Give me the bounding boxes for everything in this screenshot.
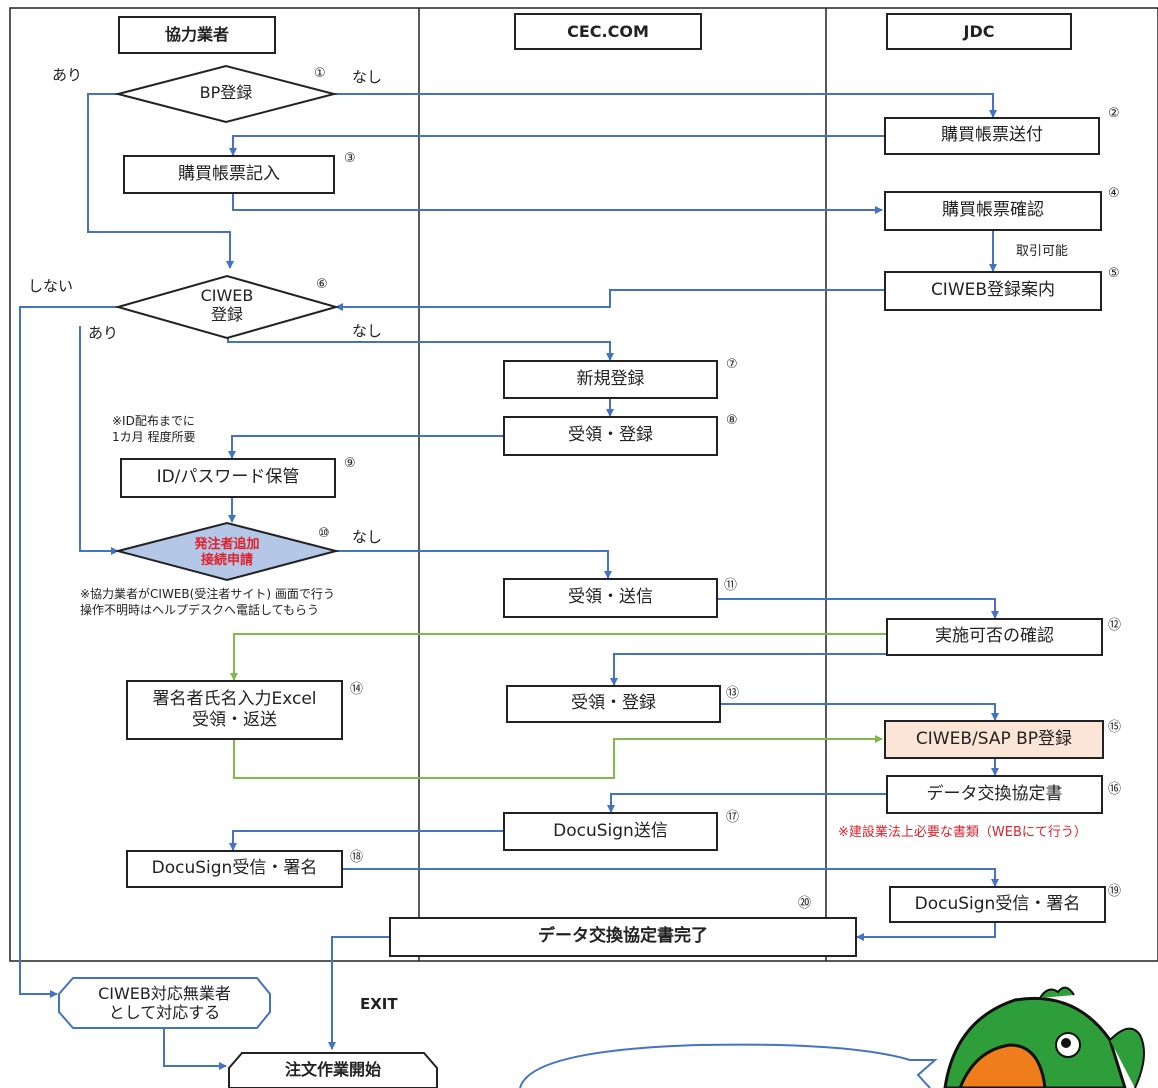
receive-register-13-box: 受領・登録 [506,685,721,723]
step-number-9: ⑨ [344,456,356,471]
note-construction-law: ※建設業法上必要な書類（WEBにて行う） [838,825,1087,840]
bp-register-label: BP登録 [199,83,253,102]
speech-balloon [519,1043,938,1088]
branch-label-ari-1: あり [52,66,83,84]
step-number-11: ⑪ [724,578,738,593]
step-number-10: ⑩ [318,526,330,541]
orderer-request-label: 発注者追加 接続申請 [194,537,260,568]
docusign-send-box: DocuSign送信 [503,812,718,851]
step-number-3: ③ [344,151,356,166]
purchase-form-fill-box: 購買帳票記入 [123,155,335,194]
branch-label-nashi-1: なし [352,68,383,86]
order-start-terminal-shape [228,1052,438,1088]
purchase-form-send-box: 購買帳票送付 [884,117,1100,155]
order-start-label: 注文作業開始 [284,1060,381,1080]
step-number-18: ⑱ [350,850,364,865]
docusign-sign-19-box: DocuSign受信・署名 [889,886,1106,923]
step-number-7: ⑦ [726,357,738,372]
docusign-sign-18-box: DocuSign受信・署名 [126,850,343,888]
step-number-17: ⑰ [726,810,740,825]
step-number-12: ⑫ [1108,618,1122,633]
new-register-box: 新規登録 [503,360,718,399]
ciweb-register-diamond-shape [114,274,340,340]
note-id-distribution: ※ID配布までに 1カ月 程度所要 [112,414,196,445]
swimlane-frame [9,7,1158,962]
step-number-5: ⑤ [1108,266,1120,281]
feasibility-check-box: 実施可否の確認 [886,618,1103,656]
step-number-8: ⑧ [726,413,738,428]
step-number-1: ① [314,66,326,81]
lane-header-cec: CEC.COM [514,13,702,50]
branch-label-ari-6: あり [88,324,119,342]
mascot-illustration [943,986,1145,1088]
step-number-13: ⑬ [726,686,740,701]
step-number-16: ⑯ [1108,782,1122,797]
data-exchange-box: データ交換協定書 [886,775,1103,814]
step-number-2: ② [1108,106,1120,121]
flow-connectors [19,93,999,1070]
purchase-form-check-box: 購買帳票確認 [884,191,1102,231]
step-number-14: ⑭ [350,682,364,697]
step-number-20: ⑳ [798,896,812,911]
branch-label-nashi-6: なし [352,322,383,340]
label-torihiki: 取引可能 [1016,244,1069,259]
branch-label-shinai: しない [28,277,74,295]
lane-header-jdc: JDC [886,13,1072,50]
ciweb-none-terminal-shape [58,977,271,1029]
step-number-19: ⑲ [1108,884,1122,899]
note-ciweb-help: ※協力業者がCIWEB(受注者サイト) 画面で行う 操作不明時はヘルプデスクへ電… [80,587,335,618]
step-number-4: ④ [1108,186,1120,201]
return-connectors [230,633,886,779]
ciweb-sap-box: CIWEB/SAP BP登録 [884,720,1104,759]
bp-register-diamond-shape [114,64,338,124]
branch-label-nashi-10: なし [352,528,383,546]
id-password-box: ID/パスワード保管 [120,458,336,498]
step-number-15: ⑮ [1108,720,1122,735]
data-exchange-done-box: データ交換協定書完了 [389,917,857,957]
signer-excel-box: 署名者氏名入力Excel 受領・返送 [126,680,343,740]
label-exit: EXIT [360,995,398,1013]
orderer-request-diamond-shape [114,521,340,582]
ciweb-none-label: CIWEB対応無業者 として対応する [98,983,231,1022]
receive-register-8-box: 受領・登録 [503,416,718,456]
lane-header-partner: 協力業者 [118,16,276,54]
ciweb-guide-box: CIWEB登録案内 [884,271,1102,311]
receive-send-box: 受領・送信 [503,578,718,618]
step-number-6: ⑥ [316,277,328,292]
ciweb-register-label: CIWEB 登録 [200,286,254,325]
